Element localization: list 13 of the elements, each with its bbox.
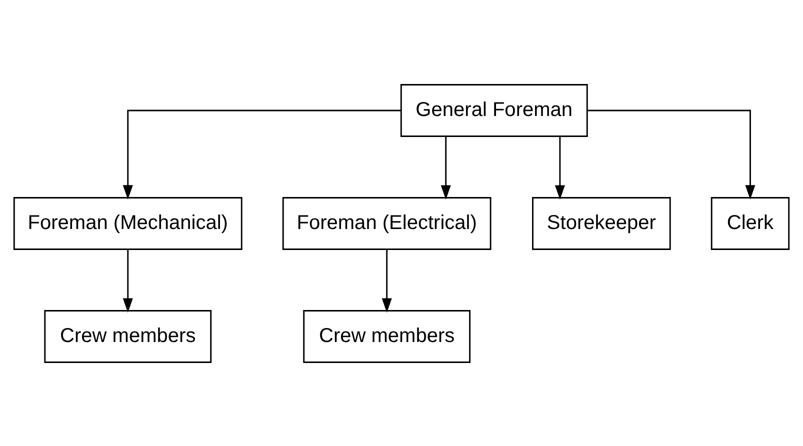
- node-box: Foreman (Electrical): [282, 196, 492, 250]
- arrow: [122, 249, 133, 312]
- arrow: [587, 109, 756, 199]
- node-box: General Foreman: [400, 84, 588, 136]
- arrow: [122, 109, 401, 199]
- node-box: Clerk: [710, 196, 790, 250]
- node-box: Crew members: [44, 310, 212, 362]
- arrow: [440, 136, 451, 200]
- arrow: [554, 136, 565, 200]
- node-box: Crew members: [303, 310, 471, 362]
- arrow: [382, 249, 392, 312]
- node-box: Storekeeper: [532, 196, 671, 250]
- node-box: Foreman (Mechanical): [13, 196, 242, 250]
